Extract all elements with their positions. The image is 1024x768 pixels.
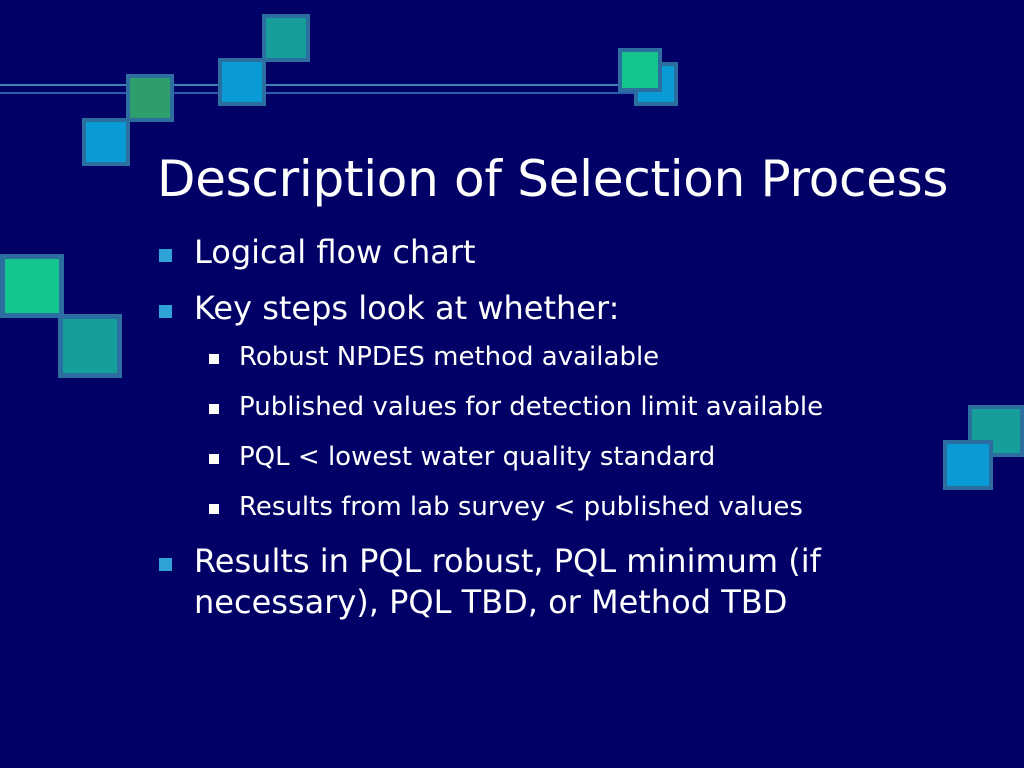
square-bullet-icon bbox=[209, 504, 219, 514]
sub-bullet-item: PQL < lowest water quality standard bbox=[157, 438, 947, 476]
sub-bullet-item: Published values for detection limit ava… bbox=[157, 388, 947, 426]
square-bullet-icon bbox=[209, 404, 219, 414]
bullet-item: Key steps look at whether: bbox=[157, 288, 947, 329]
square-bullet-icon bbox=[159, 558, 172, 571]
decorative-square bbox=[82, 118, 130, 166]
sub-bullet-text: PQL < lowest water quality standard bbox=[239, 442, 716, 472]
bullet-list: Logical flow chart Key steps look at whe… bbox=[157, 232, 947, 638]
decorative-line-bottom bbox=[0, 92, 650, 94]
decorative-square bbox=[262, 14, 310, 62]
sub-bullet-text: Robust NPDES method available bbox=[239, 342, 660, 372]
bullet-text: Key steps look at whether: bbox=[194, 289, 620, 327]
decorative-square bbox=[218, 58, 266, 106]
square-bullet-icon bbox=[209, 454, 219, 464]
bullet-item: Logical flow chart bbox=[157, 232, 947, 273]
sub-bullet-list: Robust NPDES method available Published … bbox=[157, 338, 947, 526]
decorative-line-top bbox=[0, 84, 650, 86]
square-bullet-icon bbox=[159, 249, 172, 262]
square-bullet-icon bbox=[209, 354, 219, 364]
bullet-text: Logical flow chart bbox=[194, 233, 476, 271]
slide-title: Description of Selection Process bbox=[157, 150, 949, 208]
bullet-text: Results in PQL robust, PQL minimum (if n… bbox=[194, 542, 821, 621]
decorative-square bbox=[58, 314, 122, 378]
decorative-square bbox=[618, 48, 662, 92]
decorative-square bbox=[943, 440, 993, 490]
decorative-square bbox=[0, 254, 64, 318]
decorative-square bbox=[126, 74, 174, 122]
sub-bullet-item: Results from lab survey < published valu… bbox=[157, 488, 947, 526]
square-bullet-icon bbox=[159, 305, 172, 318]
sub-bullet-item: Robust NPDES method available bbox=[157, 338, 947, 376]
sub-bullet-text: Results from lab survey < published valu… bbox=[239, 492, 803, 522]
sub-bullet-text: Published values for detection limit ava… bbox=[239, 392, 824, 422]
bullet-item: Results in PQL robust, PQL minimum (if n… bbox=[157, 541, 947, 623]
